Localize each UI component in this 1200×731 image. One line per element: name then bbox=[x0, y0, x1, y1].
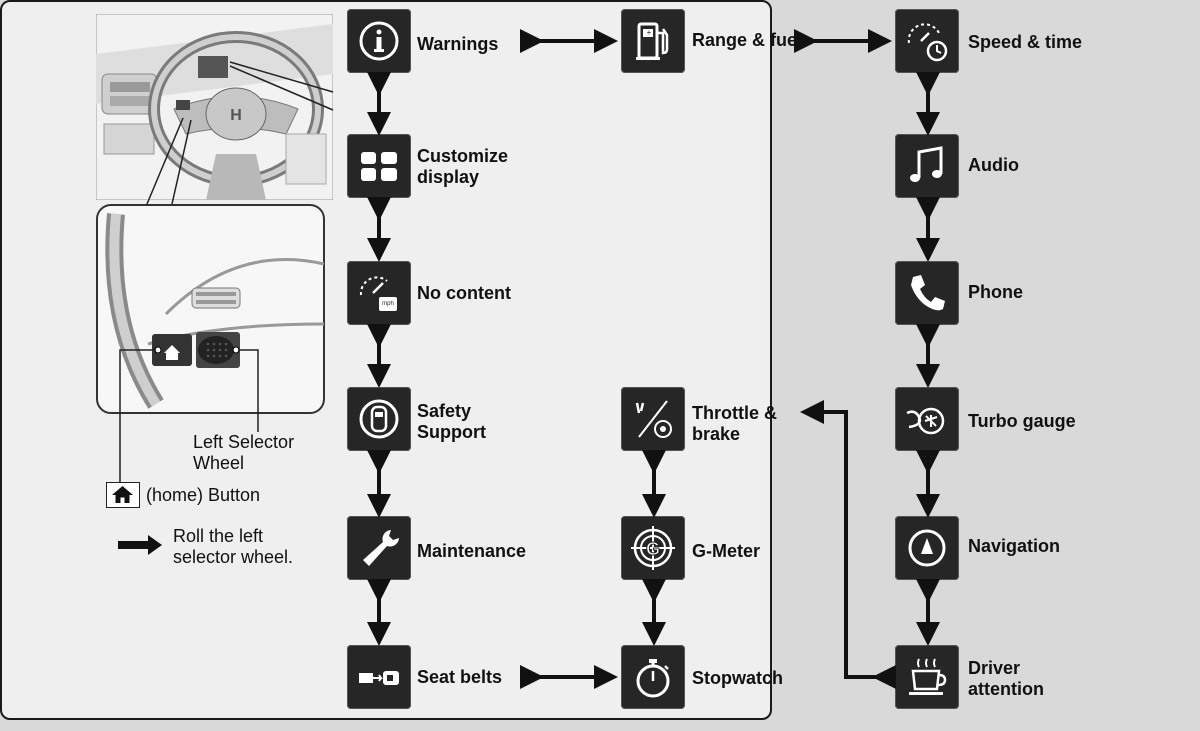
music-note-icon[interactable] bbox=[895, 134, 959, 198]
svg-text:+: + bbox=[647, 28, 652, 37]
stopwatch-icon[interactable] bbox=[621, 645, 685, 709]
home-button-label: (home) Button bbox=[146, 485, 261, 505]
home-icon bbox=[106, 482, 140, 508]
compass-arrow-icon[interactable] bbox=[895, 516, 959, 580]
driver-attention-line2: attention bbox=[968, 679, 1044, 699]
safety-support-label: Safety Support bbox=[417, 401, 486, 443]
maintenance-label: Maintenance bbox=[417, 541, 527, 561]
customize-display-line1: Customize bbox=[417, 146, 509, 166]
driver-attention-line1: Driver bbox=[968, 658, 1021, 678]
turbo-icon[interactable] bbox=[895, 387, 959, 451]
warnings-label: Warnings bbox=[417, 34, 499, 54]
callout-lines bbox=[119, 61, 334, 482]
safety-support-line2: Support bbox=[417, 422, 486, 442]
customize-display-line2: display bbox=[417, 167, 480, 187]
navigation-label: Navigation bbox=[968, 536, 1061, 556]
roll-wheel-line2: selector wheel. bbox=[173, 547, 294, 567]
left-selector-wheel-line1: Left Selector bbox=[193, 432, 295, 452]
target-g-icon[interactable]: G bbox=[621, 516, 685, 580]
navigation-arrows bbox=[367, 29, 940, 689]
range-fuel-label: Range & fuel bbox=[692, 30, 803, 50]
g-meter-label: G-Meter bbox=[692, 541, 761, 561]
driver-attention-label: Driver attention bbox=[968, 658, 1044, 700]
audio-label: Audio bbox=[968, 155, 1019, 175]
throttle-brake-label: Throttle & brake bbox=[692, 403, 777, 445]
svg-text:mph: mph bbox=[382, 301, 394, 307]
seat-belts-label: Seat belts bbox=[417, 667, 503, 687]
seatbelt-icon[interactable] bbox=[347, 645, 411, 709]
safety-support-line1: Safety bbox=[417, 401, 472, 421]
roll-wheel-line1: Roll the left bbox=[173, 526, 264, 546]
steering-wheel-detail bbox=[96, 204, 325, 414]
turbo-gauge-label: Turbo gauge bbox=[968, 411, 1076, 431]
dashboard-illustration: H bbox=[95, 13, 334, 201]
svg-text:H: H bbox=[230, 107, 242, 124]
left-selector-wheel-label: Left Selector Wheel bbox=[193, 432, 294, 474]
svg-text:G: G bbox=[646, 539, 660, 559]
throttle-brake-line1: Throttle & bbox=[692, 403, 777, 423]
phone-icon[interactable] bbox=[895, 261, 959, 325]
speed-clock-icon[interactable] bbox=[895, 9, 959, 73]
speedometer-unit-icon[interactable]: mph bbox=[347, 261, 411, 325]
wrench-icon[interactable] bbox=[347, 516, 411, 580]
info-icon[interactable] bbox=[347, 9, 411, 73]
no-content-label: No content bbox=[417, 283, 511, 303]
speed-time-label: Speed & time bbox=[968, 32, 1083, 52]
stopwatch-label: Stopwatch bbox=[692, 668, 784, 688]
coffee-cup-icon[interactable] bbox=[895, 645, 959, 709]
display-layout-icon[interactable] bbox=[347, 134, 411, 198]
roll-wheel-label: Roll the left selector wheel. bbox=[173, 526, 293, 568]
pedal-icon[interactable] bbox=[621, 387, 685, 451]
left-selector-wheel-line2: Wheel bbox=[193, 453, 245, 473]
customize-display-label: Customize display bbox=[417, 146, 508, 188]
throttle-brake-line2: brake bbox=[692, 424, 741, 444]
fuel-pump-icon[interactable]: + bbox=[621, 9, 685, 73]
throttle-connector bbox=[800, 400, 896, 689]
phone-label: Phone bbox=[968, 282, 1024, 302]
roll-arrow-icon bbox=[118, 533, 164, 557]
car-shield-icon[interactable] bbox=[347, 387, 411, 451]
